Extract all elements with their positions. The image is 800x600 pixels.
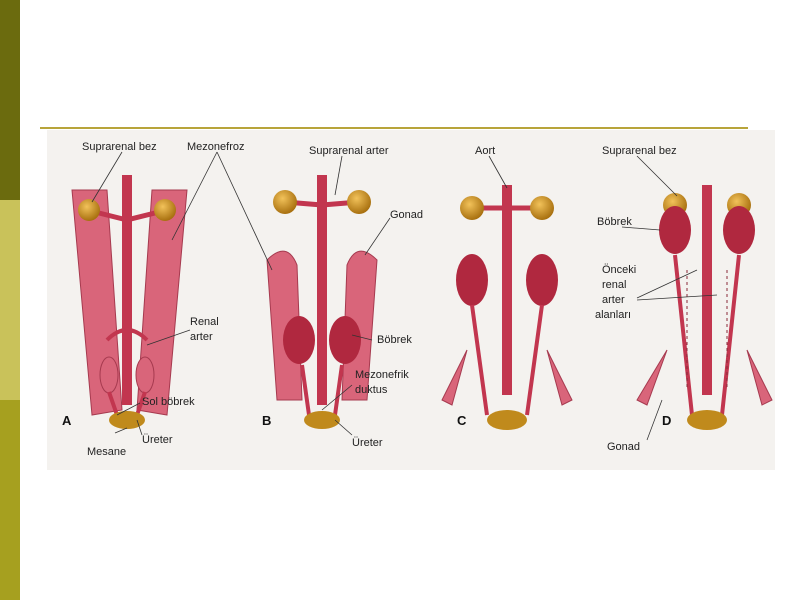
label-bobrek-d: Böbrek bbox=[597, 216, 632, 228]
panel-a-illustration bbox=[71, 175, 188, 429]
suprarenal-gland-c-left bbox=[460, 196, 484, 220]
kidney-c-right bbox=[526, 254, 558, 306]
sidebar-accent-dark bbox=[0, 0, 20, 200]
aorta-a bbox=[122, 175, 132, 405]
label-onceki-2: renal bbox=[602, 279, 626, 291]
panel-letter-c: C bbox=[457, 413, 467, 428]
panel-b-illustration bbox=[266, 175, 378, 429]
bladder-b bbox=[304, 411, 340, 429]
label-onceki-3: arter bbox=[602, 294, 625, 306]
aorta-c bbox=[502, 185, 512, 395]
sidebar-accent-mid bbox=[0, 400, 20, 600]
metanephros-a-right bbox=[135, 356, 155, 394]
panel-d-illustration bbox=[636, 185, 773, 430]
label-mesane: Mesane bbox=[87, 446, 126, 458]
suprarenal-gland-b-left bbox=[273, 190, 297, 214]
aorta-b bbox=[317, 175, 327, 405]
panel-letter-b: B bbox=[262, 413, 271, 428]
label-onceki-1: Önceki bbox=[602, 264, 636, 276]
mesonephros-b-right bbox=[341, 250, 378, 401]
gonads-c bbox=[441, 349, 573, 406]
label-suprarenal-bez-a: Suprarenal bez bbox=[82, 141, 157, 153]
label-ureter-b: Üreter bbox=[352, 437, 383, 449]
kidney-d-left bbox=[659, 206, 691, 254]
label-mezonefrik-2: duktus bbox=[355, 384, 388, 396]
suprarenal-gland-b-right bbox=[347, 190, 371, 214]
leader-lines bbox=[91, 151, 718, 441]
kidney-b-right bbox=[329, 316, 361, 364]
sidebar-accent-light bbox=[0, 200, 20, 400]
mesonephros-b-left bbox=[266, 250, 303, 401]
aorta-d bbox=[702, 185, 712, 395]
suprarenal-gland-c-right bbox=[530, 196, 554, 220]
bladder-a bbox=[109, 411, 145, 429]
label-ureter-a: Üreter bbox=[142, 434, 173, 446]
bladder-d bbox=[687, 410, 727, 430]
gonads-d bbox=[636, 349, 773, 406]
label-mezonefrik-1: Mezonefrik bbox=[355, 369, 409, 381]
label-suprarenal-arter: Suprarenal arter bbox=[309, 145, 389, 157]
label-gonad-d: Gonad bbox=[607, 441, 640, 453]
metanephros-a-left bbox=[99, 356, 119, 394]
label-renal-arter-2: arter bbox=[190, 331, 213, 343]
kidney-c-left bbox=[456, 254, 488, 306]
kidney-b-left bbox=[283, 316, 315, 364]
label-sol-bobrek: Sol böbrek bbox=[142, 396, 195, 408]
title-divider-rule bbox=[40, 127, 748, 129]
label-renal-arter-1: Renal bbox=[190, 316, 219, 328]
kidney-d-right bbox=[723, 206, 755, 254]
label-onceki-4: alanları bbox=[595, 309, 631, 321]
suprarenal-gland-a-right bbox=[154, 199, 176, 221]
label-mezonefroz: Mezonefroz bbox=[187, 141, 244, 153]
kidney-development-figure: Suprarenal bez Mezonefroz Suprarenal art… bbox=[47, 130, 775, 470]
figure-svg: Suprarenal bez Mezonefroz Suprarenal art… bbox=[47, 130, 775, 470]
label-bobrek-b: Böbrek bbox=[377, 334, 412, 346]
label-aort: Aort bbox=[475, 145, 495, 157]
bladder-c bbox=[487, 410, 527, 430]
panel-letter-d: D bbox=[662, 413, 671, 428]
label-suprarenal-bez-d: Suprarenal bez bbox=[602, 145, 677, 157]
panel-letter-a: A bbox=[62, 413, 72, 428]
label-gonad-b: Gonad bbox=[390, 209, 423, 221]
former-renal-artery-sites bbox=[686, 270, 728, 390]
suprarenal-gland-a-left bbox=[78, 199, 100, 221]
panel-c-illustration bbox=[441, 185, 573, 430]
